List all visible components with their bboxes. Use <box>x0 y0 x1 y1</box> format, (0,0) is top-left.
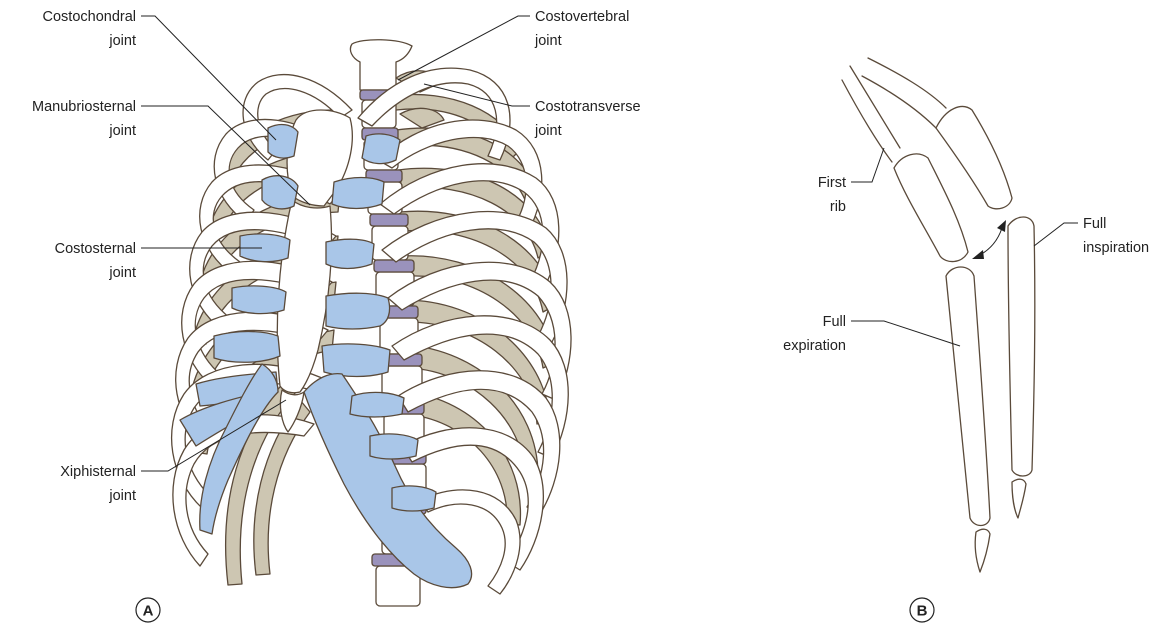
first-rib-leader-line <box>851 148 884 182</box>
panel-b-marker: B <box>910 598 934 622</box>
svg-text:joint: joint <box>534 123 562 139</box>
thoracic-cage-illustration <box>172 40 571 606</box>
inspiration-cartilage <box>1008 217 1035 518</box>
svg-text:joint: joint <box>108 123 136 139</box>
svg-text:inspiration: inspiration <box>1083 240 1149 256</box>
svg-text:Manubriosternal: Manubriosternal <box>32 99 136 115</box>
panel-a-marker: A <box>136 598 160 622</box>
costochondral-joint-label: Costochondral joint <box>43 9 277 140</box>
svg-text:B: B <box>917 603 928 620</box>
svg-text:expiration: expiration <box>783 338 846 354</box>
svg-text:Costochondral: Costochondral <box>43 9 137 25</box>
first-rib <box>842 58 1012 262</box>
first-rib-label: First rib <box>818 148 884 215</box>
svg-text:A: A <box>143 603 154 620</box>
svg-text:Costovertebral: Costovertebral <box>535 9 629 25</box>
full-expiration-label: Full expiration <box>783 314 960 354</box>
rib-movement-illustration <box>842 58 1035 572</box>
full-expiration-leader-line <box>851 321 960 346</box>
svg-text:Costotransverse: Costotransverse <box>535 99 641 115</box>
svg-text:joint: joint <box>108 488 136 504</box>
svg-text:Full: Full <box>823 314 846 330</box>
movement-arrow <box>972 220 1006 259</box>
full-inspiration-label: Full inspiration <box>1034 216 1149 256</box>
svg-text:joint: joint <box>108 33 136 49</box>
svg-text:Full: Full <box>1083 216 1106 232</box>
svg-text:joint: joint <box>534 33 562 49</box>
expiration-cartilage <box>946 267 990 572</box>
full-inspiration-leader-line <box>1034 223 1078 246</box>
svg-text:First: First <box>818 175 846 191</box>
svg-text:rib: rib <box>830 199 846 215</box>
svg-text:Costosternal: Costosternal <box>55 241 136 257</box>
svg-text:Xiphisternal: Xiphisternal <box>60 464 136 480</box>
svg-text:joint: joint <box>108 265 136 281</box>
